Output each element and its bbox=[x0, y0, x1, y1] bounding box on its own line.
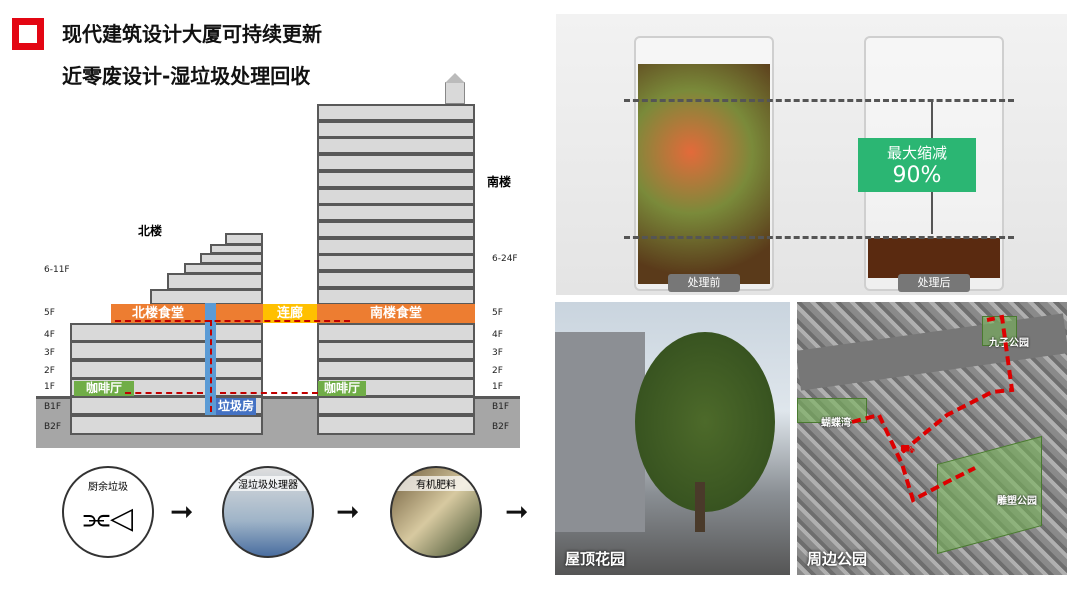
south-basement-floor bbox=[317, 396, 475, 415]
north-upper-floor bbox=[167, 273, 263, 290]
roof-cap bbox=[445, 82, 465, 104]
page-subtitle: 近零废设计-湿垃圾处理回收 bbox=[62, 64, 311, 88]
floor-label: 4F bbox=[44, 330, 55, 340]
floor-label: 3F bbox=[44, 348, 55, 358]
route-south-cafe bbox=[220, 392, 318, 394]
south-upper-floor bbox=[317, 254, 475, 272]
north-upper-floor bbox=[184, 263, 263, 274]
north-floor bbox=[70, 341, 263, 360]
south-upper-floor bbox=[317, 187, 475, 205]
after-label: 处理后 bbox=[898, 274, 970, 292]
south-canteen: 南楼食堂 bbox=[317, 304, 475, 323]
park-label: 九子公园 bbox=[989, 338, 1029, 349]
floor-label: 2F bbox=[492, 366, 503, 376]
south-upper-floor bbox=[317, 204, 475, 222]
before-label: 处理前 bbox=[668, 274, 740, 292]
food-waste-fill bbox=[638, 64, 770, 284]
north-building-label: 北楼 bbox=[138, 224, 163, 238]
south-upper-floors-label: 6-24F bbox=[492, 254, 518, 264]
north-canteen-band bbox=[111, 304, 263, 323]
arrow-right-icon: ➞ bbox=[170, 495, 194, 528]
reduction-badge: 最大缩减 90% bbox=[858, 138, 976, 192]
floor-label: 4F bbox=[492, 330, 503, 340]
south-upper-floor bbox=[317, 287, 475, 305]
north-upper-floors-label: 6-11F bbox=[44, 265, 70, 275]
south-cafe: 咖啡厅 bbox=[318, 381, 366, 396]
park-label: 蝴蝶湾 bbox=[821, 418, 851, 429]
south-floor bbox=[317, 323, 475, 342]
tree-canopy bbox=[635, 332, 775, 512]
food-waste-circle: 厨余垃圾 ⫘◁ bbox=[62, 466, 154, 558]
building-section-diagram: 北楼 南楼 6-11F 6-24F 北楼食堂 连廊 南楼食堂 咖啡厅 咖啡厅 垃… bbox=[0, 0, 540, 450]
floor-label: B1F bbox=[492, 402, 510, 412]
south-upper-floor bbox=[317, 154, 475, 172]
top-level-line bbox=[624, 99, 1014, 102]
south-upper-floor bbox=[317, 137, 475, 155]
south-basement-floor bbox=[317, 415, 475, 435]
jar-comparison-photo: 最大缩减 90% 处理前 处理后 bbox=[556, 14, 1067, 295]
north-floor bbox=[70, 360, 263, 379]
corridor: 连廊 bbox=[263, 304, 317, 323]
truck-icon: ⛟ bbox=[900, 442, 916, 456]
arrow-right-icon: ➞ bbox=[336, 495, 360, 528]
south-upper-floor bbox=[317, 170, 475, 188]
south-building-label: 南楼 bbox=[487, 175, 512, 189]
bottom-level-line bbox=[624, 236, 1014, 239]
route-north-cafe bbox=[125, 392, 203, 394]
route-shaft bbox=[210, 320, 212, 412]
processor-circle: 湿垃圾处理器 bbox=[222, 466, 314, 558]
process-label: 厨余垃圾 bbox=[88, 482, 128, 493]
north-cafe: 咖啡厅 bbox=[74, 381, 134, 396]
map-caption: 周边公园 bbox=[807, 550, 868, 568]
south-upper-floor bbox=[317, 104, 475, 121]
fish-bone-icon: ⫘◁ bbox=[82, 501, 134, 536]
park-area bbox=[797, 398, 867, 423]
south-upper-floor bbox=[317, 271, 475, 288]
tree-trunk bbox=[695, 482, 705, 532]
south-floor bbox=[317, 360, 475, 379]
red-square-logo-icon bbox=[12, 18, 44, 50]
building-facade bbox=[555, 332, 645, 532]
south-upper-floor bbox=[317, 220, 475, 238]
page-title: 现代建筑设计大厦可持续更新 bbox=[62, 22, 322, 46]
south-upper-floor bbox=[317, 120, 475, 138]
floor-label: B1F bbox=[44, 402, 62, 412]
compost-fill bbox=[868, 238, 1000, 278]
surrounding-parks-map: 九子公园 蝴蝶湾 雕塑公园 ⛟ 周边公园 bbox=[797, 302, 1067, 575]
floor-label: 5F bbox=[492, 308, 503, 318]
process-label: 有机肥料 bbox=[392, 476, 480, 491]
rooftop-garden-photo: 屋顶花园 bbox=[555, 302, 790, 575]
floor-label: 1F bbox=[492, 382, 503, 392]
badge-percent: 90% bbox=[892, 163, 942, 188]
floor-label: B2F bbox=[44, 422, 62, 432]
north-upper-floor bbox=[210, 244, 263, 254]
floor-label: 1F bbox=[44, 382, 55, 392]
roof-peak bbox=[445, 73, 465, 83]
north-upper-floor bbox=[225, 233, 263, 245]
park-label: 雕塑公园 bbox=[997, 496, 1037, 507]
floor-label: 5F bbox=[44, 308, 55, 318]
north-upper-floor bbox=[200, 253, 263, 264]
garbage-room: 垃圾房 bbox=[216, 398, 256, 415]
arrow-right-icon: ➞ bbox=[505, 495, 529, 528]
south-floor bbox=[317, 341, 475, 360]
route-lines bbox=[851, 314, 1015, 503]
route-5f bbox=[115, 320, 350, 322]
north-floor bbox=[70, 323, 263, 342]
process-label: 湿垃圾处理器 bbox=[224, 476, 312, 491]
north-canteen: 北楼食堂 bbox=[131, 306, 184, 321]
floor-label: 2F bbox=[44, 366, 55, 376]
floor-label: 3F bbox=[492, 348, 503, 358]
south-upper-floor bbox=[317, 237, 475, 255]
rooftop-caption: 屋顶花园 bbox=[565, 550, 626, 568]
north-basement-floor bbox=[70, 415, 263, 435]
badge-text: 最大缩减 bbox=[886, 144, 947, 162]
fertilizer-circle: 有机肥料 bbox=[390, 466, 482, 558]
floor-label: B2F bbox=[492, 422, 510, 432]
